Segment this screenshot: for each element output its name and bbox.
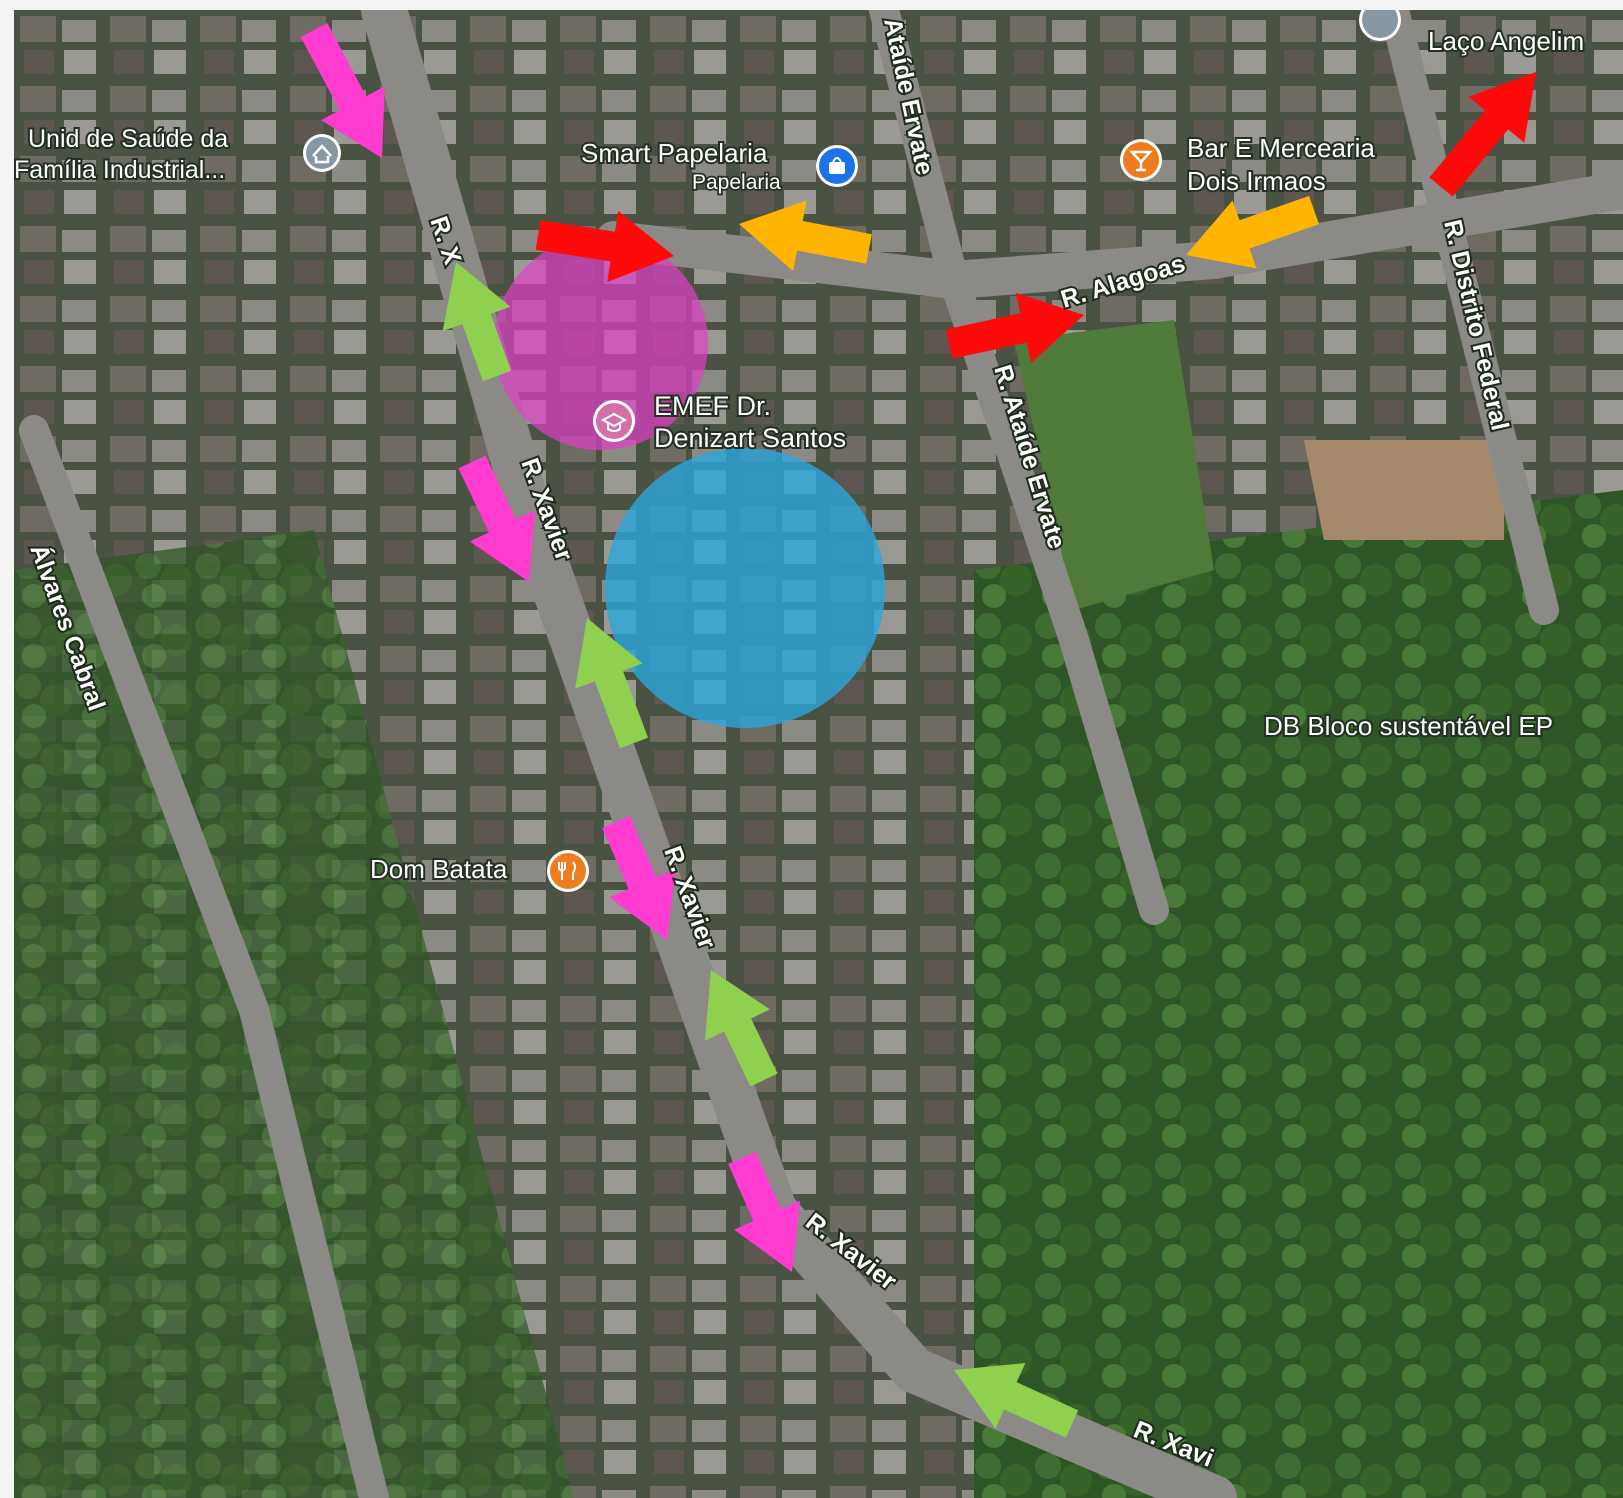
poi-bar-mercearia[interactable]: Bar E Mercearia Dois Irmaos [1120, 131, 1377, 198]
arrow-magenta-3 [602, 816, 676, 941]
cocktail-icon [1120, 139, 1162, 181]
poi-db-bloco[interactable]: DB Bloco sustentável EP [1262, 709, 1555, 743]
shopping-bag-icon [816, 145, 858, 187]
arrow-magenta-4 [728, 1151, 801, 1273]
restaurant-icon [547, 850, 589, 892]
dirt-lot [1304, 440, 1504, 540]
poi-dom-batata[interactable]: Dom Batata [368, 850, 589, 892]
arrow-green-5 [442, 261, 512, 382]
poi-unid-saude-line1: Unid de Saúde da [28, 125, 228, 153]
poi-laco-angelim[interactable]: Laço Angelim [1359, 10, 1586, 58]
arrow-magenta-1 [300, 22, 385, 158]
traffic-arrows [300, 22, 1536, 1438]
hospital-icon [303, 134, 341, 172]
highlight-zone-blue [605, 448, 885, 728]
arrow-green-8 [954, 1363, 1079, 1438]
forest-area [974, 490, 1623, 1498]
arrow-red-10 [945, 292, 1085, 364]
arrow-red-11 [1429, 72, 1536, 197]
arrow-green-7 [705, 970, 778, 1087]
arrow-green-6 [575, 618, 649, 749]
poi-smart-papelaria[interactable]: Smart Papelaria Papelaria [579, 136, 858, 196]
satellite-map[interactable]: Ataíde Ervate R. Alagoas R. Distrito Fed… [14, 10, 1623, 1498]
poi-smart-papelaria-name: Smart Papelaria [581, 138, 768, 168]
poi-emef[interactable]: EMEF Dr. Denizart Santos [593, 389, 848, 455]
poi-emef-line1: EMEF Dr. [654, 391, 771, 421]
poi-bar-mercearia-line1: Bar E Mercearia [1187, 133, 1375, 163]
place-icon [1359, 10, 1401, 41]
arrow-red-9 [535, 210, 675, 283]
poi-smart-papelaria-category: Papelaria [692, 171, 781, 194]
poi-emef-line2: Denizart Santos [654, 423, 846, 453]
map-frame: Ataíde Ervate R. Alagoas R. Distrito Fed… [14, 10, 1623, 1498]
poi-laco-angelim-name: Laço Angelim [1428, 26, 1584, 56]
arrow-magenta-2 [458, 455, 535, 583]
school-icon [593, 400, 635, 442]
poi-unid-saude-line2: Família Industrial... [14, 156, 225, 184]
green-lot [1014, 320, 1214, 610]
poi-bar-mercearia-line2: Dois Irmaos [1187, 166, 1326, 196]
poi-dom-batata-name: Dom Batata [370, 854, 508, 884]
arrow-orange-13 [1185, 195, 1319, 269]
highlight-zone-magenta [494, 236, 708, 450]
arrow-orange-12 [739, 200, 872, 272]
poi-unid-saude[interactable]: Unid de Saúde da Família Industrial... [14, 123, 341, 186]
